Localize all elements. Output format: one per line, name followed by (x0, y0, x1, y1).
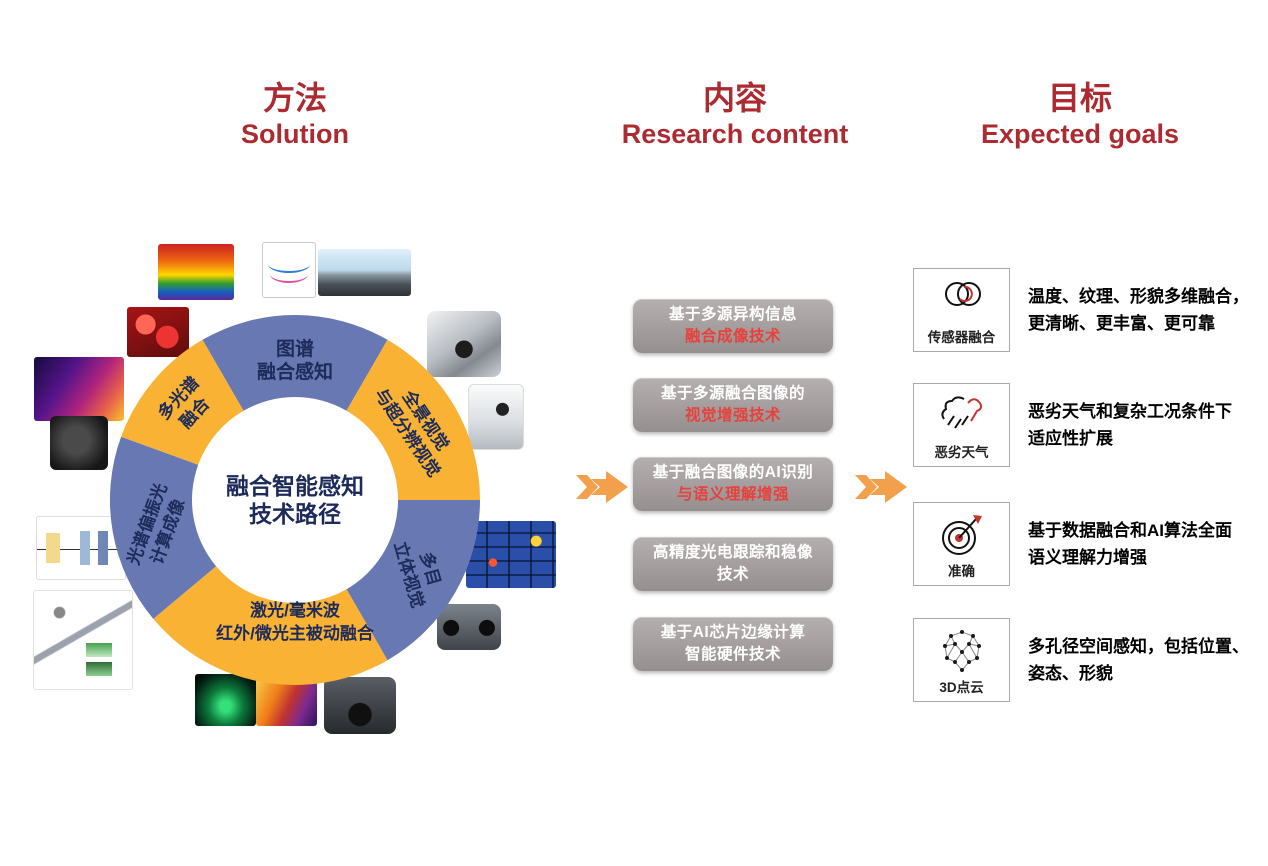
figure-optical-system-diagram (33, 590, 133, 690)
donut-segment-multispectral (121, 339, 244, 465)
goal-label: 传感器融合 (927, 330, 996, 345)
point-cloud-icon (942, 630, 981, 672)
research-item-line2: 视觉增强技术 (684, 407, 781, 424)
figure-blue-bricks-thermal (466, 521, 556, 588)
figure-spectral-curve-chart (262, 242, 316, 298)
goal-label: 恶劣天气 (934, 445, 989, 460)
goal-box-sensor-fusion: 传感器融合 (913, 268, 1010, 352)
research-item-line2: 技术 (716, 566, 749, 583)
segment-label-spectrum-2: 融合感知 (257, 360, 333, 383)
research-item-line2: 智能硬件技术 (684, 646, 781, 663)
donut-segment-multi-eye-stereo (346, 500, 480, 661)
figure-night-vision-ship (195, 674, 256, 726)
donut-segment-spectrum-fusion (202, 315, 388, 411)
figure-red-fruits-photo (127, 307, 189, 357)
research-item-fusion-imaging: 基于多源异构信息 融合成像技术 (633, 299, 833, 353)
venn-circles-icon (944, 282, 981, 306)
donut-segment-spectral-polarization (109, 436, 217, 619)
goal-desc-line2: 姿态、形貌 (1028, 664, 1113, 683)
goal-desc-3d-point-cloud: 多孔径空间感知，包括位置、 姿态、形貌 (1028, 633, 1268, 687)
figure-thermal-fruit-cube (158, 244, 234, 300)
bad-weather-icon (940, 396, 982, 429)
goal-label: 准确 (948, 564, 975, 579)
goal-box-3d-point-cloud: 3D点云 (913, 618, 1010, 702)
donut-segment-laser-mmwave (153, 566, 388, 685)
figure-lens-optics-diagram (36, 516, 126, 580)
arrow-head (591, 471, 628, 503)
figure-multi-lens-cube-camera (427, 311, 501, 377)
research-item-line2: 与语义理解增强 (676, 486, 789, 503)
goal-desc-sensor-fusion: 温度、纹理、形貌多维融合， 更清晰、更丰富、更可靠 (1028, 283, 1268, 337)
solution-donut-chart: 图谱 融合感知 全景视觉 与超分辨视觉 多目 立体视觉 激光/毫米波 红外/微光… (15, 220, 575, 780)
flow-arrow-icon (576, 471, 628, 503)
research-item-line2: 融合成像技术 (684, 328, 781, 345)
segment-label-laser-2: 红外/微光主被动融合 (216, 623, 375, 643)
goal-desc-line1: 基于数据融合和AI算法全面 (1028, 521, 1232, 540)
research-item-edge-computing-hardware: 基于AI芯片边缘计算 智能硬件技术 (633, 617, 833, 671)
goal-desc-line1: 多孔径空间感知，包括位置、 (1028, 637, 1249, 656)
goal-box-accuracy: 准确 (913, 502, 1010, 586)
donut-svg: 图谱 融合感知 全景视觉 与超分辨视觉 多目 立体视觉 激光/毫米波 红外/微光… (109, 315, 480, 685)
flow-arrow-icon (855, 471, 907, 503)
research-item-line1: 基于AI芯片边缘计算 (660, 624, 806, 641)
donut-segment-panoramic-vision (346, 339, 480, 500)
research-item-line1: 基于多源融合图像的 (660, 385, 805, 402)
goal-desc-line1: 温度、纹理、形貌多维融合， (1028, 287, 1249, 306)
header-solution: 方法 Solution (165, 80, 425, 150)
research-item-line1: 高精度光电跟踪和稳像 (652, 544, 813, 561)
figure-white-camera-device (468, 384, 524, 450)
research-item-line1: 基于融合图像的AI识别 (652, 464, 814, 481)
research-item-vision-enhancement: 基于多源融合图像的 视觉增强技术 (633, 378, 833, 432)
segment-label-laser-1: 激光/毫米波 (250, 600, 341, 620)
arrow-chevron (855, 475, 877, 499)
arrow-chevron (576, 475, 598, 499)
header-content-en: Research content (621, 119, 849, 149)
goal-desc-line1: 恶劣天气和复杂工况条件下 (1028, 402, 1232, 421)
goal-desc-line2: 适应性扩展 (1028, 429, 1113, 448)
goal-desc-bad-weather: 恶劣天气和复杂工况条件下 适应性扩展 (1028, 398, 1268, 452)
figure-gimbal-camera (324, 677, 396, 734)
arrow-head (870, 471, 907, 503)
header-content-zh: 内容 (702, 80, 767, 116)
figure-panorama-street (318, 249, 411, 296)
research-item-photoelectric-tracking: 高精度光电跟踪和稳像 技术 (633, 537, 833, 591)
donut-center-title-1: 融合智能感知 (226, 473, 364, 499)
research-item-line1: 基于多源异构信息 (668, 306, 797, 323)
figure-purple-thermal-image (34, 357, 124, 421)
target-accuracy-icon (941, 515, 982, 555)
header-goals-zh: 目标 (1047, 80, 1112, 116)
figure-stereo-camera (437, 604, 501, 650)
goal-desc-accuracy: 基于数据融合和AI算法全面 语义理解力增强 (1028, 517, 1268, 571)
donut-center-title-2: 技术路径 (249, 501, 341, 527)
research-item-ai-recognition: 基于融合图像的AI识别 与语义理解增强 (633, 457, 833, 511)
header-solution-zh: 方法 (262, 80, 327, 116)
figure-black-sensor-device (50, 416, 108, 470)
goal-desc-line2: 更清晰、更丰富、更可靠 (1028, 314, 1215, 333)
goal-desc-line2: 语义理解力增强 (1028, 548, 1147, 567)
goal-label: 3D点云 (939, 680, 984, 695)
goal-box-bad-weather: 恶劣天气 (913, 383, 1010, 467)
segment-label-spectrum-1: 图谱 (276, 337, 314, 360)
header-goals-en: Expected goals (980, 119, 1180, 149)
header-expected-goals: 目标 Expected goals (940, 80, 1220, 150)
header-solution-en: Solution (241, 119, 349, 149)
header-research-content: 内容 Research content (585, 80, 885, 150)
